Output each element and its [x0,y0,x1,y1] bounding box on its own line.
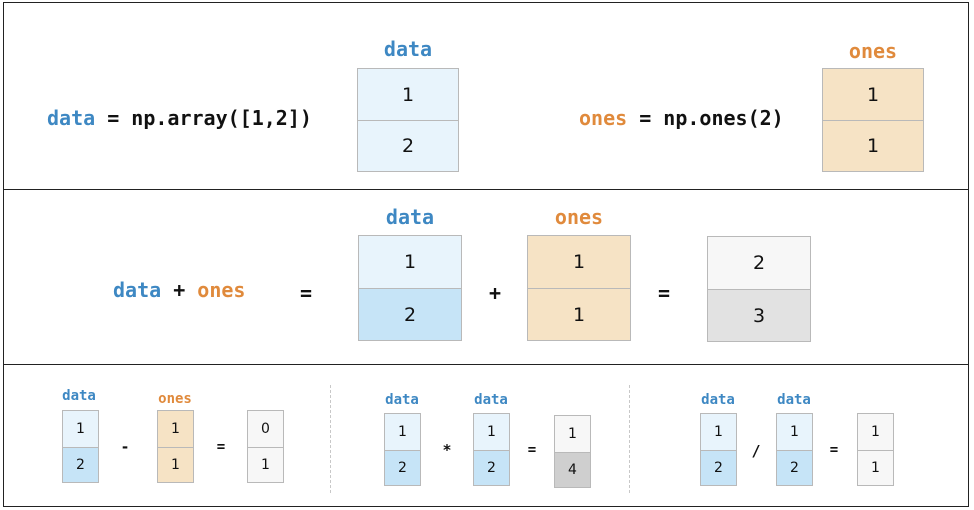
sub-right-cell-0: 1 [158,411,193,447]
div-result-cell-0: 1 [858,414,893,450]
addition-ones-label: ones [554,205,604,229]
minus-sign: - [120,438,130,456]
div-right-column: 1 2 [776,413,813,486]
div-right-cell-0: 1 [777,414,812,450]
ones-array-code: ones = np.ones(2) [579,106,784,130]
mul-left-column: 1 2 [384,413,421,486]
data-code-rest: = np.array([1,2]) [95,106,312,130]
sub-left-label: data [62,388,96,404]
addition-result-column: 2 3 [707,236,811,342]
data-array-label: data [383,37,433,61]
expr-plus: + [161,278,198,302]
multiply-sign: * [442,441,452,459]
addition-data-label: data [385,205,435,229]
mul-left-label: data [385,392,419,408]
mul-result-cell-1: 4 [555,452,590,487]
sub-right-column: 1 1 [157,410,194,483]
data-cell-0: 1 [358,69,458,120]
sub-right-cell-1: 1 [158,447,193,482]
div-right-cell-1: 2 [777,450,812,485]
div-left-label: data [701,392,735,408]
ones-cell-0: 1 [823,69,923,120]
addition-ones-column: 1 1 [527,235,631,341]
equals-sign: = [299,281,313,305]
div-left-column: 1 2 [700,413,737,486]
mul-right-cell-1: 2 [474,450,509,485]
equals-sign-2: = [657,281,671,305]
div-left-cell-1: 2 [701,450,736,485]
panel-addition [3,189,969,365]
mul-right-column: 1 2 [473,413,510,486]
data-cell-1: 2 [358,120,458,171]
expr-ones: ones [197,278,246,302]
addition-result-cell-1: 3 [708,289,810,341]
data-array-column: 1 2 [357,68,459,172]
ones-var-name: ones [579,106,628,130]
addition-data-cell-1: 2 [359,288,461,340]
sub-equals-sign: = [216,439,226,455]
ones-array-column: 1 1 [822,68,924,172]
sub-result-cell-1: 1 [248,447,283,482]
plus-sign: + [488,281,502,305]
divide-sign: / [751,442,761,460]
mul-right-label: data [474,392,508,408]
addition-data-cell-0: 1 [359,236,461,288]
sub-result-cell-0: 0 [248,411,283,447]
mul-left-cell-1: 2 [385,450,420,485]
addition-expression: data + ones [113,278,245,302]
sub-right-label: ones [158,391,192,407]
sub-left-cell-0: 1 [63,411,98,447]
addition-data-column: 1 2 [358,235,462,341]
div-left-cell-0: 1 [701,414,736,450]
mul-equals-sign: = [527,442,537,458]
data-array-code: data = np.array([1,2]) [47,106,312,130]
ones-code-rest: = np.ones(2) [627,106,784,130]
ones-cell-1: 1 [823,120,923,171]
addition-ones-cell-1: 1 [528,288,630,340]
ones-array-label: ones [848,39,898,63]
addition-result-cell-0: 2 [708,237,810,289]
div-result-column: 1 1 [857,413,894,486]
sub-left-cell-1: 2 [63,447,98,482]
div-equals-sign: = [829,442,839,458]
dashed-divider-1 [330,385,331,493]
mul-right-cell-0: 1 [474,414,509,450]
sub-left-column: 1 2 [62,410,99,483]
mul-result-cell-0: 1 [555,416,590,452]
div-result-cell-1: 1 [858,450,893,485]
panel-array-creation [3,2,969,190]
div-right-label: data [777,392,811,408]
mul-result-column: 1 4 [554,415,591,488]
data-var-name: data [47,106,96,130]
addition-ones-cell-0: 1 [528,236,630,288]
dashed-divider-2 [629,385,630,493]
mul-left-cell-0: 1 [385,414,420,450]
expr-data: data [113,278,162,302]
sub-result-column: 0 1 [247,410,284,483]
